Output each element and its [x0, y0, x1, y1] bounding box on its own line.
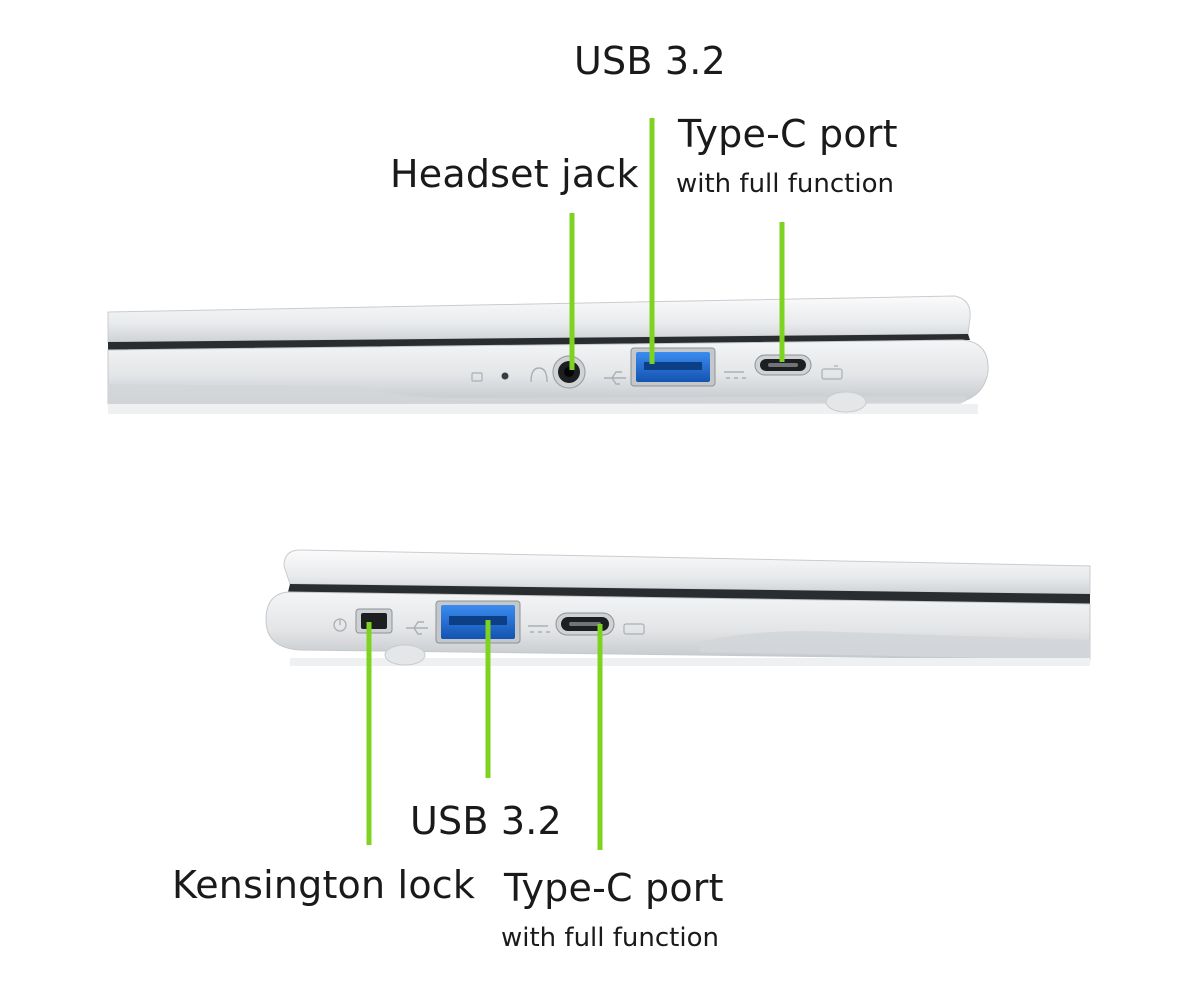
usb-label-top: USB 3.2: [574, 39, 726, 83]
headphone-icon: [530, 367, 548, 383]
usb-label-bottom: USB 3.2: [410, 799, 562, 843]
base-shadow: [108, 404, 978, 414]
power-delivery-icon: [821, 365, 843, 380]
laptop-left-side: [265, 549, 1091, 666]
laptop-lid: [107, 295, 971, 343]
power-delivery-icon: [623, 623, 645, 635]
thunderbolt-icon: [724, 371, 746, 379]
lid-gap: [288, 584, 1090, 604]
laptop-lid: [283, 549, 1091, 595]
type-c-port: [754, 354, 812, 376]
usb-a-port: [630, 347, 716, 387]
usb-icon: [604, 371, 626, 385]
base-shading: [700, 631, 1090, 660]
usb-a-port: [435, 600, 521, 644]
typec-label-bottom: Type-C port: [504, 866, 724, 910]
usb-icon: [406, 621, 428, 635]
lock-icon: [333, 618, 347, 632]
base-shading: [108, 384, 968, 406]
kensington-lock-slot: [355, 608, 393, 634]
typec-sublabel-bottom: with full function: [501, 923, 719, 953]
typec-label-top: Type-C port: [678, 112, 898, 156]
type-c-port: [555, 612, 615, 636]
kensington-label: Kensington lock: [172, 863, 476, 907]
thunderbolt-icon: [528, 625, 550, 633]
laptop-right-side: [107, 295, 989, 414]
headset-jack-port: [552, 355, 586, 389]
base-shadow: [290, 658, 1090, 666]
rubber-foot: [825, 391, 867, 413]
typec-sublabel-top: with full function: [676, 169, 894, 199]
rubber-foot: [384, 644, 426, 666]
led-indicator-icon: [471, 372, 509, 382]
headset-label: Headset jack: [390, 152, 639, 196]
lid-gap: [108, 334, 970, 350]
callout-lines: [366, 118, 785, 850]
